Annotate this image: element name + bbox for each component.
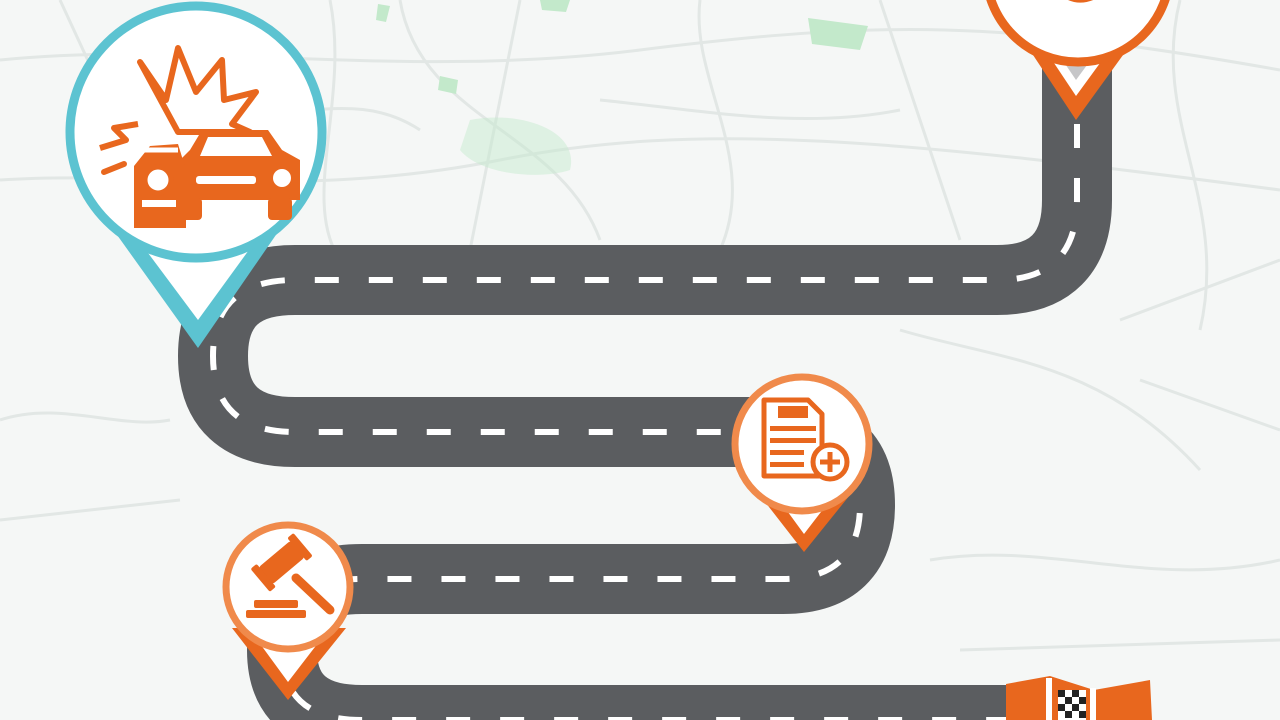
accident-pin [65, 1, 327, 348]
gavel-icon [246, 533, 335, 618]
claim-pin [731, 373, 873, 552]
checkered-flag-map-icon [1006, 676, 1152, 720]
map-parks [376, 0, 868, 175]
court-pin [222, 521, 354, 700]
start-pin [986, 0, 1170, 120]
car-crash-icon [99, 45, 300, 228]
claim-document-icon [761, 397, 850, 482]
finish-marker [1006, 676, 1152, 720]
